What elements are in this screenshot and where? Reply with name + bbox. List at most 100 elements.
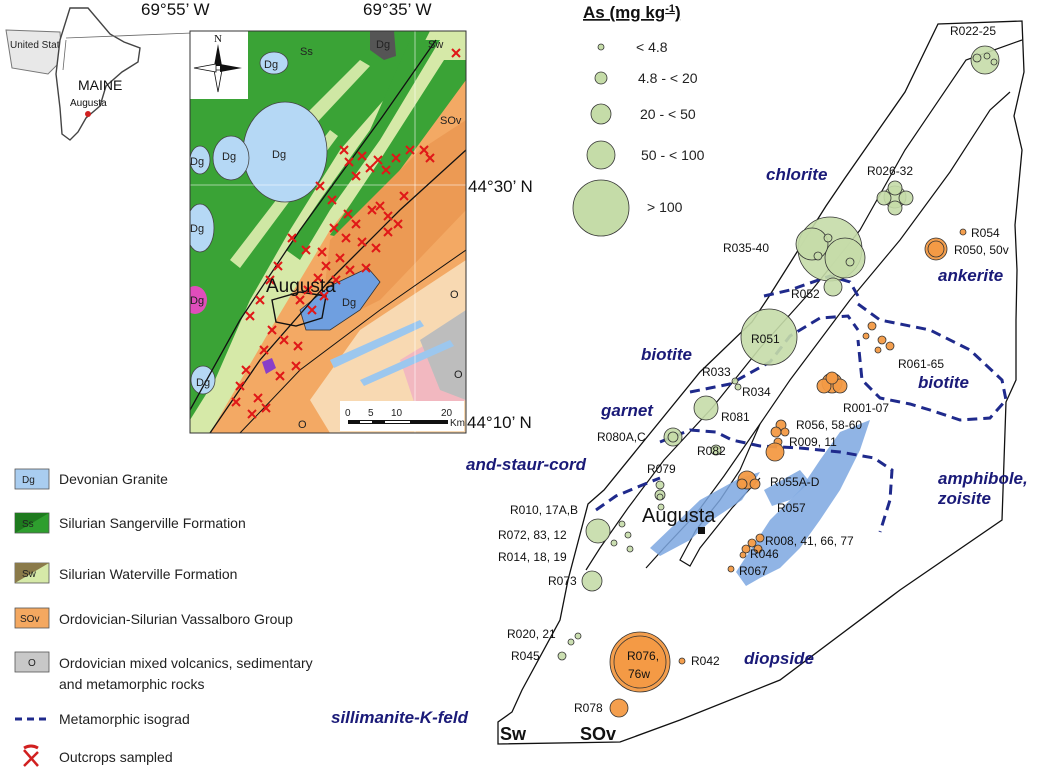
legend-label-dg: Devonian Granite bbox=[59, 471, 168, 487]
map-label-sw: Sw bbox=[428, 39, 443, 51]
sample-circle-42 bbox=[656, 493, 664, 501]
outcrop-pickaxe-icon bbox=[317, 247, 327, 257]
outcrop-pickaxe-icon bbox=[293, 341, 303, 351]
outcrop-pickaxe-icon bbox=[313, 273, 323, 283]
label-r033: R033 bbox=[702, 365, 731, 379]
outcrop-pickaxe-icon bbox=[331, 275, 341, 285]
map-frame bbox=[189, 30, 467, 434]
size-class-5-label: > 100 bbox=[647, 199, 683, 215]
sample-circle-40 bbox=[655, 480, 665, 490]
outcrop-pickaxe-icon bbox=[247, 409, 257, 419]
sample-circle-58 bbox=[581, 570, 603, 592]
map-granite-3 bbox=[259, 51, 289, 75]
outcrop-pickaxe-icon bbox=[451, 48, 461, 58]
label-r022: R022-25 bbox=[950, 24, 996, 38]
outcrop-pickaxe-icon bbox=[345, 265, 355, 275]
sample-symbols bbox=[557, 45, 1000, 718]
sample-circle-17 bbox=[959, 228, 967, 236]
sample-circle-6 bbox=[898, 190, 914, 206]
footer-unit-sw: Sw bbox=[500, 724, 527, 744]
outcrop-pickaxe-icon bbox=[419, 145, 429, 155]
pickaxe-icon bbox=[23, 744, 39, 767]
sample-circle-43 bbox=[657, 503, 665, 511]
legend-label-o-1: Ordovician mixed volcanics, sedimentary bbox=[59, 655, 313, 671]
outcrop-pickaxe-icon bbox=[357, 237, 367, 247]
sample-circle-39 bbox=[710, 444, 722, 456]
outcrop-pickaxe-icon bbox=[291, 361, 301, 371]
sample-circle-34 bbox=[780, 427, 790, 437]
arsenic-size-legend: As (mg kg-1) < 4.8 4.8 - < 20 20 - < 50 … bbox=[572, 3, 705, 237]
label-r026: R026-32 bbox=[867, 164, 913, 178]
sample-circle-65 bbox=[609, 698, 629, 718]
sample-circle-53 bbox=[747, 538, 757, 548]
outcrop-pickaxe-icon bbox=[241, 365, 251, 375]
legend-label-outcrops: Outcrops sampled bbox=[59, 749, 173, 765]
map-label-dg-edge2: Dg bbox=[190, 223, 204, 235]
svg-text:Ss: Ss bbox=[22, 519, 34, 530]
sample-location-map: Augusta chlorite ankerite biotite biotit… bbox=[331, 20, 1028, 745]
sample-circle-51 bbox=[610, 539, 618, 547]
sample-circle-33 bbox=[770, 426, 782, 438]
map-label-dg-edge1: Dg bbox=[190, 156, 204, 168]
outcrop-pickaxe-icon bbox=[405, 145, 415, 155]
sample-circle-20 bbox=[867, 321, 877, 331]
map-fault-2 bbox=[209, 149, 466, 433]
sample-circle-5 bbox=[876, 190, 892, 206]
legend-label-ss: Silurian Sangerville Formation bbox=[59, 515, 246, 531]
label-r073: R073 bbox=[548, 574, 577, 588]
outcrop-pickaxe-icon bbox=[373, 155, 383, 165]
size-class-5-symbol bbox=[572, 179, 630, 237]
outcrop-pickaxe-icon bbox=[295, 295, 305, 305]
inset-augusta-dot bbox=[85, 111, 91, 117]
outcrop-pickaxe-icon bbox=[231, 397, 241, 407]
legend-item-ss: Ss Silurian Sangerville Formation bbox=[14, 512, 246, 534]
map-fault-1 bbox=[190, 39, 437, 411]
svg-text:SOv: SOv bbox=[20, 614, 39, 625]
scale-tick-5: 5 bbox=[368, 408, 374, 419]
outcrop-pickaxe-icon bbox=[273, 261, 283, 271]
outcrop-pickaxe-icon bbox=[393, 219, 403, 229]
sample-circle-7 bbox=[887, 180, 903, 196]
label-r001: R001-07 bbox=[843, 401, 889, 415]
outcrop-pickaxe-icon bbox=[265, 275, 275, 285]
study-area-outline bbox=[497, 20, 1025, 745]
sample-circle-47 bbox=[585, 518, 611, 544]
sample-circle-36 bbox=[765, 442, 785, 462]
sample-circle-63 bbox=[613, 635, 667, 689]
outcrop-pickaxe-icon bbox=[307, 305, 317, 315]
map-label-sov: SOv bbox=[440, 115, 462, 127]
zone-biotite-west: biotite bbox=[641, 345, 692, 364]
map-label-o-1: O bbox=[450, 289, 459, 301]
legend-item-sov: SOv Ordovician-Silurian Vassalboro Group bbox=[14, 607, 293, 629]
label-r080: R080A,C bbox=[597, 430, 646, 444]
label-r050: R050, 50v bbox=[954, 243, 1009, 257]
sample-circle-45 bbox=[749, 478, 761, 490]
label-r010: R010, 17A,B bbox=[510, 503, 578, 517]
size-class-2-symbol bbox=[594, 71, 608, 85]
inset-zoom-line-1 bbox=[65, 32, 193, 39]
sample-circle-3 bbox=[990, 58, 998, 66]
map-granite-5 bbox=[190, 145, 211, 175]
label-r034: R034 bbox=[742, 385, 771, 399]
label-r008: R008, 41, 66, 77 bbox=[765, 534, 854, 548]
outcrop-pickaxe-icon bbox=[327, 195, 337, 205]
zone-amphibole: amphibole, bbox=[938, 469, 1028, 488]
isograd-garnet-staur bbox=[659, 428, 894, 533]
unit-legend: Dg Devonian Granite Ss Silurian Sangervi… bbox=[14, 468, 313, 767]
outcrop-pickaxe-icon bbox=[399, 191, 409, 201]
outcrop-pickaxe-icon bbox=[361, 263, 371, 273]
outcrop-pickaxe-icon bbox=[339, 145, 349, 155]
outcrop-pickaxe-icon bbox=[329, 223, 339, 233]
size-class-1-label: < 4.8 bbox=[636, 39, 668, 55]
sample-circle-38 bbox=[667, 431, 679, 443]
sample-circle-10 bbox=[824, 237, 866, 279]
outcrop-pickaxe-icon bbox=[383, 227, 393, 237]
outcrop-pickaxe-icon bbox=[343, 209, 353, 219]
outcrop-pickaxe-icon bbox=[321, 261, 331, 271]
sample-circle-64 bbox=[678, 657, 686, 665]
outcrop-pickaxe-icon bbox=[391, 153, 401, 163]
map-blue-streak-1 bbox=[330, 320, 424, 368]
map-sangerville-band-3 bbox=[330, 60, 466, 240]
map-granite-4 bbox=[190, 203, 215, 253]
zone-sillimanite: sillimanite-K-feld bbox=[331, 708, 469, 727]
